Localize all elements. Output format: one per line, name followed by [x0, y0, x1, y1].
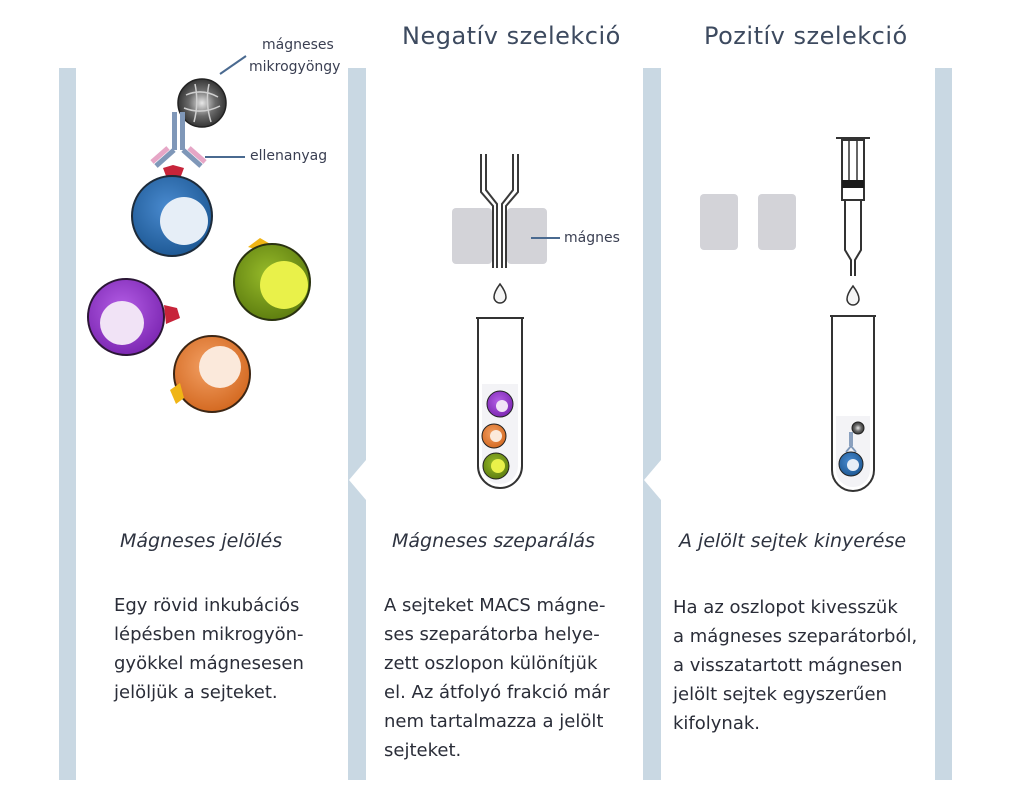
syringe-column-icon — [836, 137, 870, 276]
purple-cell-nucleus — [100, 301, 144, 345]
magnet-right — [507, 208, 547, 264]
divider-middle-left — [348, 68, 366, 780]
divider-right — [935, 68, 952, 780]
text-line: Ha az oszlopot kivesszük — [673, 597, 898, 618]
droplet-icon — [493, 282, 507, 304]
bead-label-line2: mikrogyöngy — [249, 59, 341, 75]
test-tube — [476, 317, 524, 489]
text-line: gyökkel mágnesesen — [114, 653, 304, 674]
magnetic-bead-icon — [177, 78, 227, 128]
text-line: Egy rövid inkubációs — [114, 595, 300, 616]
text-line: kifolynak. — [673, 713, 761, 734]
antibody-icon — [150, 112, 207, 168]
divider-left — [59, 68, 76, 780]
text-line: nem tartalmazza a jelölt — [384, 711, 604, 732]
text-line: zett oszlopon különítjük — [384, 653, 598, 674]
magnet-right-removed — [758, 194, 796, 250]
bead-label-line1: mágneses — [262, 37, 334, 53]
text-line: sejteket. — [384, 740, 462, 761]
tube-antibody-icon — [845, 432, 857, 453]
magnetic-labeling-illustration — [87, 55, 311, 413]
tube-purple-nucleus — [496, 400, 508, 412]
text-line: ses szeparátorba helye- — [384, 624, 600, 645]
droplet-icon-right — [846, 284, 860, 306]
section-title-retrieval: A jelölt sejtek kinyerése — [679, 530, 907, 552]
text-line: el. Az átfolyó frakció már — [384, 682, 610, 703]
text-line: lépésben mikrogyön- — [114, 624, 304, 645]
antigen-marker-orange — [170, 383, 184, 404]
magnet-left — [452, 208, 492, 264]
text-line: A sejteket MACS mágne- — [384, 595, 606, 616]
magnetic-separation-illustration — [452, 154, 560, 489]
magnet-label: mágnes — [564, 230, 620, 246]
bead-leader-line — [219, 55, 247, 75]
positive-selection-title: Pozitív szelekció — [704, 22, 908, 50]
text-line: jelöljük a sejteket. — [114, 682, 278, 703]
bead-texture — [183, 83, 221, 123]
tube-orange-nucleus — [490, 430, 502, 442]
section-title-labeling: Mágneses jelölés — [120, 530, 283, 552]
antigen-marker-purple — [164, 305, 180, 324]
divider-middle-right — [643, 68, 661, 780]
green-cell-nucleus — [260, 261, 308, 309]
section-text-separation: A sejteket MACS mágne- ses szeparátorba … — [384, 591, 610, 765]
magnet-left-removed — [700, 194, 738, 250]
blue-cell-nucleus — [160, 197, 208, 245]
tube-bead-icon — [851, 421, 865, 435]
separation-column — [480, 154, 519, 268]
test-tube-right — [830, 315, 876, 492]
section-title-separation: Mágneses szeparálás — [392, 530, 595, 552]
antigen-marker-blue — [163, 165, 184, 176]
tube-blue-nucleus — [847, 459, 859, 471]
labeled-cell-retrieval-illustration — [700, 137, 876, 492]
section-text-retrieval: Ha az oszlopot kivesszük a mágneses szep… — [673, 593, 917, 738]
text-line: a visszatartott mágnesen — [673, 655, 903, 676]
text-line: a mágneses szeparátorból, — [673, 626, 918, 647]
tube-green-nucleus — [491, 459, 505, 473]
antibody-label: ellenanyag — [250, 148, 328, 164]
orange-cell-nucleus — [199, 346, 241, 388]
section-text-labeling: Egy rövid inkubációs lépésben mikrogyön-… — [114, 591, 304, 707]
text-line: jelölt sejtek egyszerűen — [673, 684, 887, 705]
negative-selection-title: Negatív szelekció — [402, 22, 621, 50]
